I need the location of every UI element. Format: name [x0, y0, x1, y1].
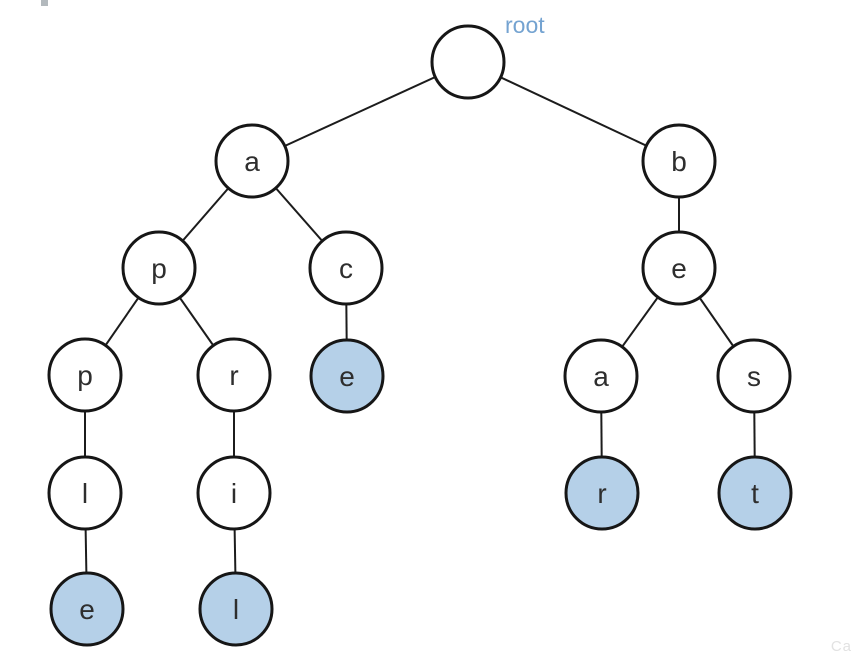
node-circle: [641, 123, 717, 199]
trie-node-r2: r: [564, 455, 640, 531]
trie-node-a1: a: [214, 123, 290, 199]
trie-node-s1: s: [716, 338, 792, 414]
node-letter: i: [231, 478, 237, 509]
node-letter: e: [671, 253, 687, 284]
node-circle: [641, 230, 717, 306]
node-circle-word-end: [717, 455, 793, 531]
trie-node-p2: p: [47, 337, 123, 413]
trie-node-e3: e: [49, 571, 125, 647]
node-letter: s: [747, 361, 761, 392]
watermark-text: Ca: [830, 638, 852, 655]
trie-node-e1: e: [641, 230, 717, 306]
trie-node-c1: c: [308, 230, 384, 306]
node-letter: r: [597, 478, 606, 509]
node-letter: c: [339, 253, 353, 284]
trie-edge-root-b1: [467, 61, 680, 162]
trie-node-l1: l: [47, 455, 123, 531]
trie-edge-root-a1: [251, 61, 469, 162]
trie-node-l2: l: [198, 571, 274, 647]
node-circle: [47, 455, 123, 531]
node-letter: a: [244, 146, 260, 177]
trie-node-b1: b: [641, 123, 717, 199]
node-circle-word-end: [309, 338, 385, 414]
trie-node-t1: t: [717, 455, 793, 531]
node-letter: r: [229, 360, 238, 391]
video-artifact: [41, 0, 48, 6]
node-letter: e: [339, 361, 355, 392]
node-letter: p: [77, 360, 93, 391]
node-letter: b: [671, 146, 687, 177]
trie-node-a2: a: [563, 338, 639, 414]
node-circle: [563, 338, 639, 414]
node-circle-word-end: [49, 571, 125, 647]
node-letter: l: [233, 594, 239, 625]
root-label: root: [505, 12, 545, 38]
node-circle: [308, 230, 384, 306]
node-circle: [430, 24, 506, 100]
node-letter: l: [82, 478, 88, 509]
node-circle: [196, 455, 272, 531]
node-circle-word-end: [564, 455, 640, 531]
node-circle: [196, 337, 272, 413]
trie-node-r1: r: [196, 337, 272, 413]
node-layer: a b p c e p r e a s l i r t e l: [47, 24, 793, 647]
node-circle: [716, 338, 792, 414]
node-letter: t: [751, 478, 759, 509]
label-layer: root: [505, 12, 545, 38]
node-letter: a: [593, 361, 609, 392]
trie-node-root: [430, 24, 506, 100]
trie-node-i1: i: [196, 455, 272, 531]
node-circle-word-end: [198, 571, 274, 647]
trie-node-p1: p: [121, 230, 197, 306]
node-circle: [121, 230, 197, 306]
trie-node-e2: e: [309, 338, 385, 414]
node-circle: [214, 123, 290, 199]
node-circle: [47, 337, 123, 413]
node-letter: p: [151, 253, 167, 284]
node-letter: e: [79, 594, 95, 625]
